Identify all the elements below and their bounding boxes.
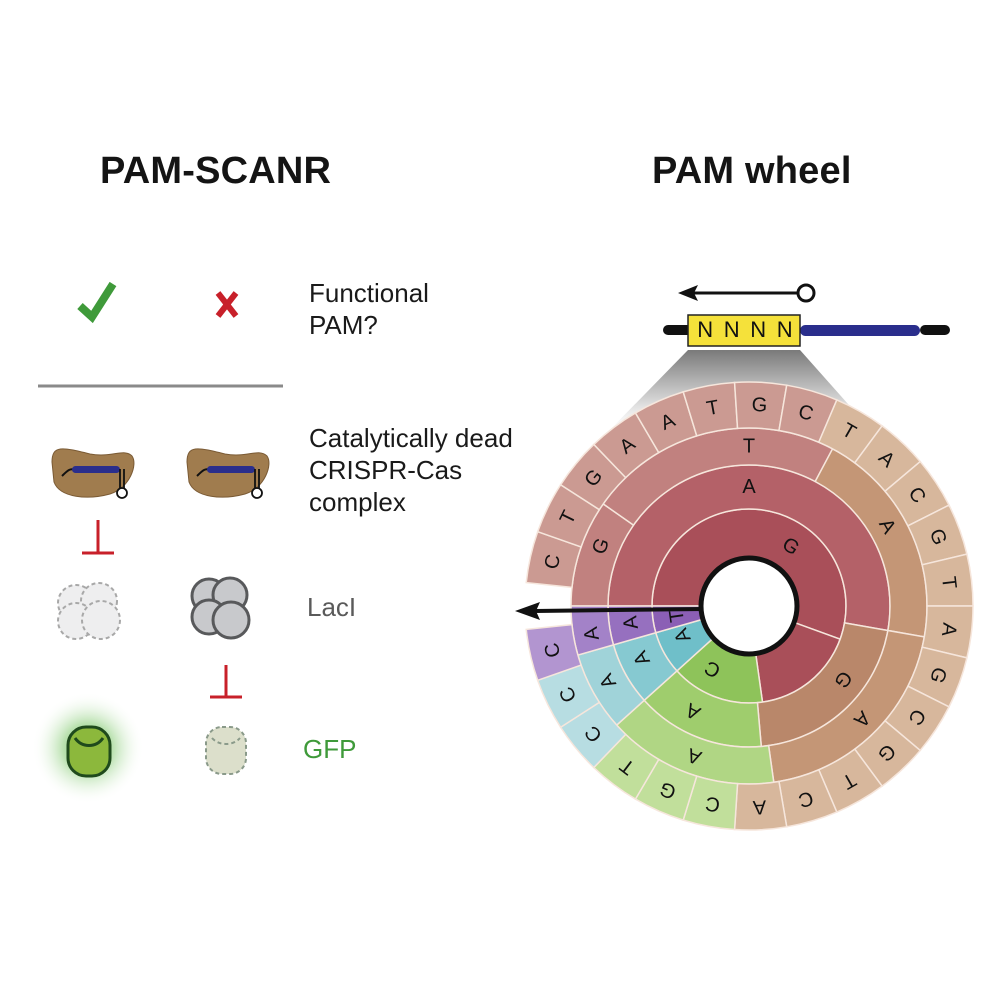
complex-line2: CRISPR-Cas bbox=[309, 455, 463, 485]
x-icon bbox=[215, 291, 239, 318]
wheel-center-hole bbox=[698, 555, 800, 657]
functional-pam-label: Functional PAM? bbox=[309, 277, 429, 341]
ring4-base-label: C bbox=[541, 641, 566, 660]
pam-wheel-title: PAM wheel bbox=[652, 150, 852, 192]
ring2-base-label: A bbox=[619, 614, 643, 631]
wheel-reading-arrowhead bbox=[515, 602, 540, 620]
gfp-inactive-icon bbox=[205, 726, 247, 775]
ring4-base-label: C bbox=[704, 792, 722, 816]
ring1-base-label: T bbox=[665, 609, 688, 624]
inhibition-arrow-2 bbox=[210, 665, 242, 699]
complex-label: Catalytically dead CRISPR-Cas complex bbox=[309, 422, 513, 518]
ring4-base-label: G bbox=[925, 526, 951, 548]
functional-pam-line1: Functional bbox=[309, 278, 429, 308]
pam-scanr-title: PAM-SCANR bbox=[100, 150, 332, 192]
ring4-base-label: G bbox=[925, 664, 951, 686]
laci-inactive bbox=[57, 582, 121, 640]
pam-box-letters: N N N N bbox=[692, 317, 798, 343]
complex-line1: Catalytically dead bbox=[309, 423, 513, 453]
gfp-active-icon bbox=[66, 725, 112, 778]
dcas-complex-functional bbox=[51, 448, 135, 499]
pam-n-2: N bbox=[723, 317, 740, 342]
ring4-sector bbox=[525, 623, 583, 682]
ring3-base-label: T bbox=[743, 436, 755, 458]
pam-n-1: N bbox=[697, 317, 714, 342]
ring4-base-label: A bbox=[752, 795, 767, 818]
ring4-base-label: C bbox=[796, 401, 816, 426]
ring3-base-label: G bbox=[588, 535, 614, 558]
ring4-base-label: T bbox=[705, 396, 721, 420]
ring2-base-label: A bbox=[742, 476, 756, 498]
laci-label: LacI bbox=[307, 592, 357, 622]
ring3-base-label: A bbox=[580, 625, 604, 643]
gfp-label: GFP bbox=[303, 734, 357, 764]
ring4-base-label: C bbox=[541, 552, 566, 571]
ring4-base-label: T bbox=[937, 575, 960, 590]
laci-tetramer bbox=[190, 576, 251, 640]
scan-direction-arrowhead bbox=[678, 285, 698, 301]
functional-pam-line2: PAM? bbox=[309, 310, 378, 340]
pam-box bbox=[687, 314, 801, 347]
ring4-base-label: G bbox=[751, 394, 768, 417]
ring4-base-label: A bbox=[937, 622, 960, 638]
ring4-base-label: C bbox=[796, 786, 816, 811]
pam-n-3: N bbox=[750, 317, 767, 342]
guide-origin-circle bbox=[796, 283, 816, 303]
complex-line3: complex bbox=[309, 487, 406, 517]
dcas-complex-nonfunctional bbox=[186, 448, 270, 499]
inhibition-arrow-1 bbox=[82, 520, 114, 555]
protospacer-bar bbox=[800, 325, 920, 336]
wheel-reading-arrow-line bbox=[534, 607, 704, 613]
pam-n-4: N bbox=[776, 317, 793, 342]
check-icon bbox=[77, 281, 117, 324]
